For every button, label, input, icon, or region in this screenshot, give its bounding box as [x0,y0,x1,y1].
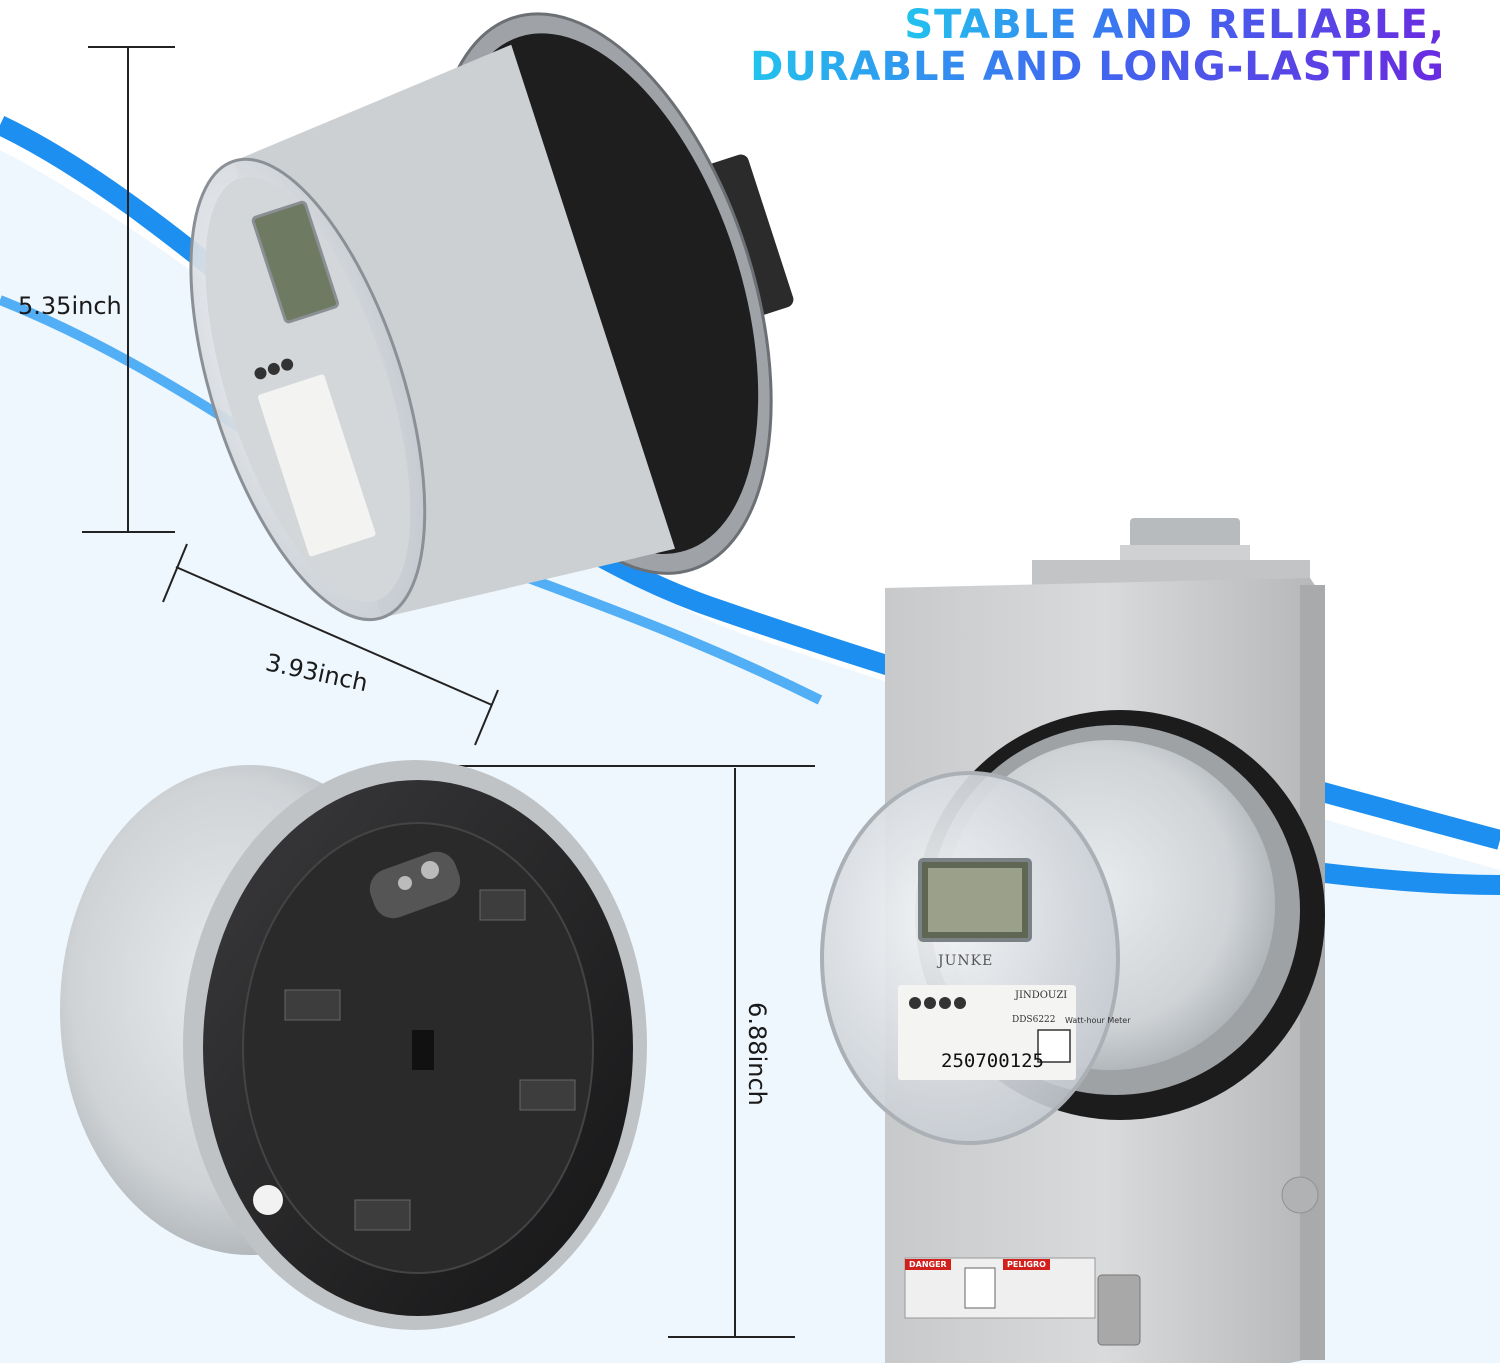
headline-line-2: DURABLE AND LONG-LASTING [750,44,1445,90]
height-dimension-label: 5.35inch [18,292,122,320]
meter-rear-view [60,760,647,1330]
meter-side-view [189,12,794,622]
danger-warning-label: DANGER [905,1259,951,1270]
diameter-dimension-label: 6.88inch [742,1002,771,1106]
headline-line-1: STABLE AND RELIABLE, [904,2,1445,48]
meter-model-label: DDS6222 [1012,1015,1056,1025]
meter-serial-number: 250700125 [941,1050,1044,1072]
height-dimension-line [82,46,175,533]
meter-brand-label: JUNKE [938,953,994,969]
meter-socket-box [820,518,1325,1363]
meter-maker-label: JINDOUZI [1015,990,1068,1001]
meter-type-label: Watt-hour Meter [1065,1016,1131,1025]
blue-swoosh-right [1298,860,1500,895]
peligro-warning-label: PELIGRO [1003,1259,1050,1270]
width-dimension-line [162,543,499,746]
